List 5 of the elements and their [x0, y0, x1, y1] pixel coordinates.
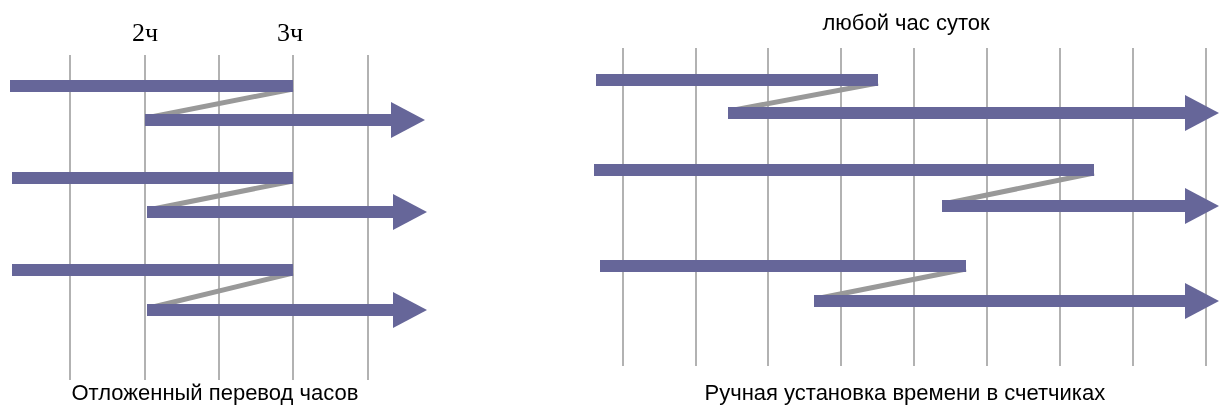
hour-label: 3ч	[277, 20, 304, 46]
panel-caption: Отложенный перевод часов	[71, 382, 359, 404]
panel-caption: Ручная установка времени в счетчиках	[704, 382, 1106, 404]
hour-label: 2ч	[132, 20, 159, 46]
axis-caption: любой час суток	[822, 12, 990, 34]
